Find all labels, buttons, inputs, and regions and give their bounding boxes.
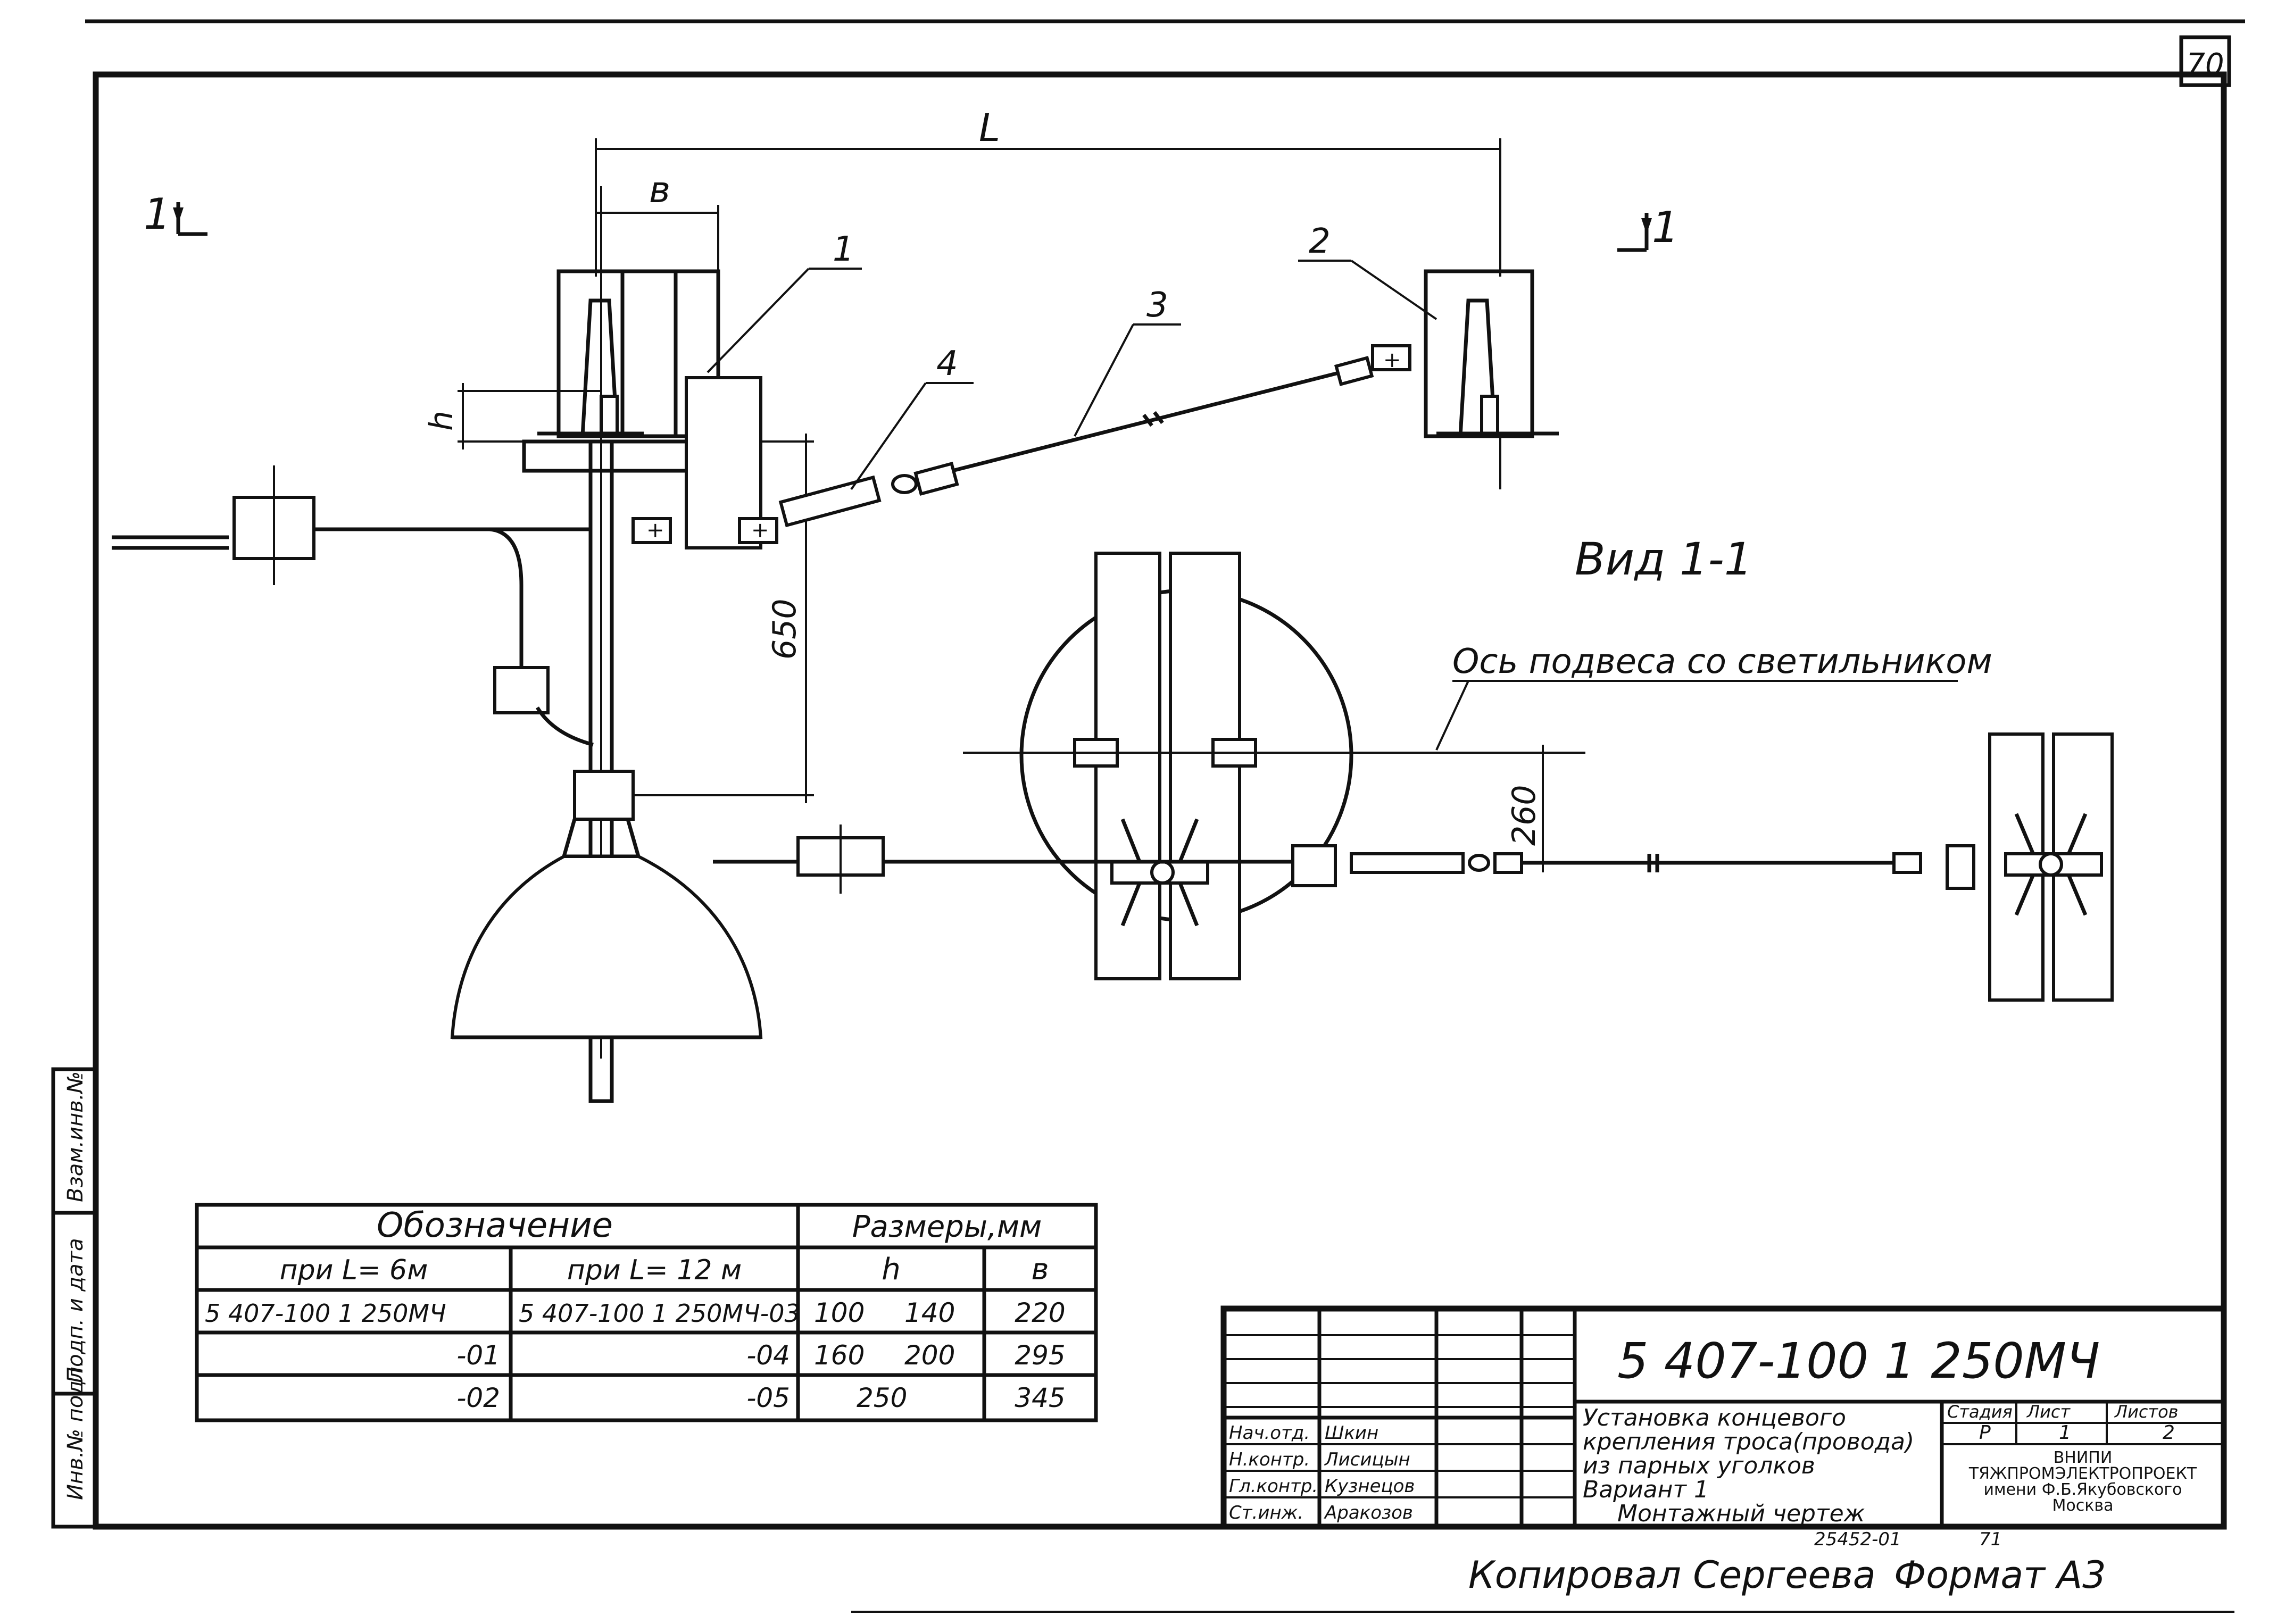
svg-text:Стадия: Стадия bbox=[1947, 1402, 2013, 1422]
svg-text:крепления троса(провода): крепления троса(провода) bbox=[1583, 1428, 1914, 1455]
svg-text:ТЯЖПРОМЭЛЕКТРОПРОЕКТ: ТЯЖПРОМЭЛЕКТРОПРОЕКТ bbox=[1968, 1464, 2197, 1483]
suspension-axis: Ось подвеса со светильником bbox=[963, 642, 1992, 754]
svg-text:140: 140 bbox=[904, 1297, 955, 1328]
svg-text:Лист: Лист bbox=[2026, 1402, 2071, 1422]
svg-text:5 407-100 1 250МЧ-03: 5 407-100 1 250МЧ-03 bbox=[519, 1299, 800, 1328]
lamp-luminaire bbox=[450, 770, 763, 1039]
svg-text:Р: Р bbox=[1979, 1422, 1991, 1444]
view-1-1-column-left bbox=[1019, 552, 1353, 980]
section-mark-left: 1 bbox=[144, 189, 207, 239]
spec-sub-h: h bbox=[882, 1252, 901, 1287]
svg-text:ВНИПИ: ВНИПИ bbox=[2054, 1448, 2113, 1467]
side-stamp: Инв.№ подл. Подп. и дата Взам.инв.№ bbox=[51, 1067, 98, 1529]
drawing-frame bbox=[93, 71, 2227, 1530]
callout-3: 3 bbox=[1074, 286, 1181, 437]
svg-text:Москва: Москва bbox=[2052, 1496, 2114, 1515]
side-stamp-inv: Инв.№ подл. bbox=[63, 1360, 88, 1500]
svg-text:-02: -02 bbox=[456, 1383, 500, 1413]
svg-text:+: + bbox=[646, 518, 664, 543]
svg-text:Лисицын: Лисицын bbox=[1324, 1449, 1410, 1470]
archive-number: 25452-01 bbox=[1814, 1529, 1901, 1550]
sheet-number-box bbox=[2179, 35, 2231, 87]
svg-text:Нач.отд.: Нач.отд. bbox=[1229, 1422, 1310, 1444]
format-label: Формат А3 bbox=[1894, 1553, 2106, 1597]
svg-text:5 407-100 1 250МЧ: 5 407-100 1 250МЧ bbox=[205, 1299, 446, 1328]
svg-text:+: + bbox=[751, 518, 769, 543]
svg-text:345: 345 bbox=[1015, 1383, 1065, 1413]
document-code: 5 407-100 1 250МЧ bbox=[1617, 1332, 2100, 1389]
spec-row: -01 -04 160 200 295 bbox=[456, 1340, 1065, 1371]
svg-text:+: + bbox=[1383, 348, 1401, 372]
svg-text:-04: -04 bbox=[746, 1340, 790, 1371]
spec-header-sizes: Размеры,мм bbox=[852, 1210, 1042, 1244]
spec-header-designation: Обозначение bbox=[377, 1206, 613, 1245]
svg-text:2: 2 bbox=[1309, 222, 1331, 261]
spec-sub-b: в bbox=[1031, 1252, 1049, 1287]
svg-text:Кузнецов: Кузнецов bbox=[1325, 1476, 1415, 1497]
svg-text:Шкин: Шкин bbox=[1325, 1422, 1378, 1444]
svg-text:220: 220 bbox=[1015, 1297, 1065, 1328]
svg-text:100: 100 bbox=[814, 1297, 865, 1328]
svg-text:1: 1 bbox=[1652, 203, 1679, 252]
section-mark-right: 1 bbox=[1617, 203, 1679, 252]
archive-sheet: 71 bbox=[1979, 1529, 2002, 1550]
dimension-L: L bbox=[595, 105, 1501, 277]
view-title: Вид 1-1 bbox=[1575, 533, 1752, 585]
svg-text:4: 4 bbox=[936, 344, 958, 384]
svg-text:имени Ф.Б.Якубовского: имени Ф.Б.Якубовского bbox=[1983, 1480, 2182, 1499]
spec-row: -02 -05 250 345 bbox=[456, 1383, 1065, 1413]
svg-text:2: 2 bbox=[2163, 1422, 2175, 1444]
svg-text:h: h bbox=[423, 411, 460, 431]
dimension-b: в bbox=[596, 169, 719, 271]
svg-text:1: 1 bbox=[833, 230, 854, 269]
tension-cable: + bbox=[778, 344, 1411, 528]
svg-text:Установка концевого: Установка концевого bbox=[1583, 1404, 1846, 1431]
svg-text:250: 250 bbox=[857, 1383, 907, 1413]
side-stamp-replace: Взам.инв.№ bbox=[63, 1071, 88, 1202]
svg-text:Гл.контр.: Гл.контр. bbox=[1229, 1476, 1318, 1497]
left-cable-feed bbox=[112, 465, 594, 747]
sheet-number: 70 bbox=[2186, 47, 2224, 82]
callout-4: 4 bbox=[850, 344, 974, 490]
svg-text:1: 1 bbox=[144, 189, 171, 239]
spec-sub-l6: при L= 6м bbox=[280, 1254, 428, 1286]
svg-text:-05: -05 bbox=[746, 1383, 790, 1413]
svg-text:Н.контр.: Н.контр. bbox=[1229, 1449, 1310, 1470]
spec-row: 5 407-100 1 250МЧ 5 407-100 1 250МЧ-03 1… bbox=[205, 1297, 1066, 1328]
callout-2: 2 bbox=[1298, 222, 1437, 320]
dimension-h: h bbox=[423, 383, 601, 449]
svg-text:200: 200 bbox=[904, 1340, 955, 1371]
copied-by: Копировал Сергеева bbox=[1468, 1553, 1876, 1597]
left-bracket-assembly: + + bbox=[522, 186, 778, 1103]
svg-text:L: L bbox=[979, 105, 1000, 150]
svg-text:из парных уголков: из парных уголков bbox=[1583, 1452, 1815, 1479]
view-1-1-cable bbox=[713, 825, 1922, 894]
view-1-1-column-right bbox=[1946, 732, 2114, 1002]
dimension-260: 260 bbox=[1506, 745, 1580, 872]
callout-1: 1 bbox=[707, 230, 862, 373]
svg-text:260: 260 bbox=[1506, 785, 1543, 846]
title-block: 5 407-100 1 250МЧ Нач.отд. Н.контр. Гл.к… bbox=[1220, 1305, 2227, 1530]
svg-text:Монтажный чертеж: Монтажный чертеж bbox=[1617, 1500, 1865, 1527]
svg-text:650: 650 bbox=[766, 598, 803, 660]
svg-text:Вариант 1: Вариант 1 bbox=[1583, 1476, 1709, 1503]
svg-text:3: 3 bbox=[1146, 286, 1168, 325]
svg-text:295: 295 bbox=[1015, 1340, 1065, 1371]
spec-table: Обозначение Размеры,мм при L= 6м при L= … bbox=[195, 1203, 1098, 1422]
svg-text:Аракозов: Аракозов bbox=[1324, 1502, 1413, 1523]
axis-label: Ось подвеса со светильником bbox=[1452, 642, 1992, 681]
svg-text:Ст.инж.: Ст.инж. bbox=[1229, 1502, 1303, 1523]
spec-sub-l12: при L= 12 м bbox=[567, 1254, 742, 1286]
right-bracket-assembly bbox=[1424, 269, 1559, 489]
svg-text:-01: -01 bbox=[456, 1340, 500, 1371]
svg-text:1: 1 bbox=[2059, 1422, 2071, 1444]
side-stamp-sign: Подп. и дата bbox=[63, 1238, 88, 1383]
svg-text:Листов: Листов bbox=[2114, 1402, 2179, 1422]
svg-text:в: в bbox=[649, 169, 670, 211]
svg-text:160: 160 bbox=[814, 1340, 865, 1371]
